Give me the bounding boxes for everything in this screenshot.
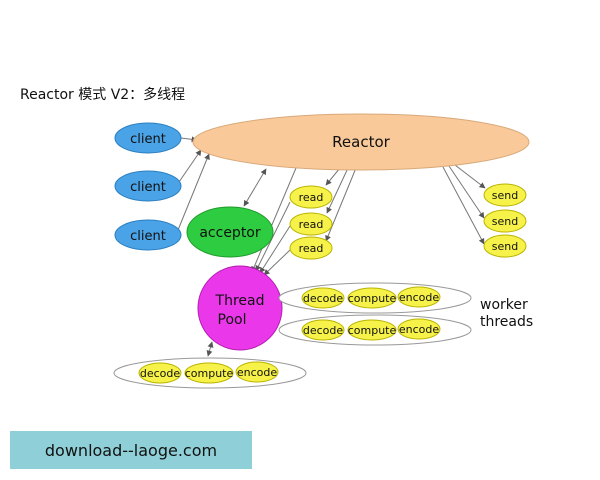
read-label-3: read [299,242,324,255]
acceptor-ellipse [186,206,274,258]
edge-reactor-send2 [448,165,485,219]
send-label-1: send [492,189,518,202]
edge-reactor-read2 [326,167,349,214]
decode-ellipse-1 [301,287,345,309]
compute-ellipse-2 [347,319,397,341]
read-label-1: read [299,191,324,204]
worker-threads-label-line2: threads [480,314,533,330]
read-node-3: read [289,236,333,260]
connector-lines [177,136,486,357]
read-ellipse-3 [289,236,333,260]
read-node-2: read [289,212,333,236]
edge-reactor-send1 [454,164,486,189]
encode-ellipse-2 [397,318,441,340]
send-label-3: send [492,240,518,253]
send-node-3: send [483,234,527,258]
worker-group-3: decode compute encode [113,357,307,389]
acceptor-label: acceptor [199,225,261,241]
client-node-1: client [114,122,182,154]
reactor-label: Reactor [332,133,390,151]
compute-label-2: compute [348,324,397,337]
client-node-2: client [114,170,182,202]
send-node-2: send [483,209,527,233]
edge-read1-pool [255,201,291,272]
edge-read2-pool [259,225,291,274]
thread-pool-node: Thread Pool [197,265,283,351]
read-node-1: read [289,185,333,209]
encode-label-1: encode [399,291,439,304]
encode-ellipse-3 [235,361,279,383]
compute-label-3: compute [185,367,234,380]
compute-label-1: compute [348,292,397,305]
edge-pool-workers3 [206,341,214,357]
client-ellipse-1 [114,122,182,154]
decode-ellipse-2 [301,319,345,341]
compute-ellipse-3 [184,362,234,384]
read-ellipse-1 [289,185,333,209]
diagram-title: Reactor 模式 V2：多线程 [20,87,186,103]
watermark-banner: download--laoge.com [10,431,252,469]
client-node-3: client [114,219,182,251]
acceptor-node: acceptor [186,206,274,258]
thread-pool-label-line2: Pool [218,312,247,328]
decode-ellipse-3 [138,362,182,384]
edge-read3-pool [263,249,291,276]
reactor-node: Reactor [192,113,530,171]
compute-ellipse-1 [347,287,397,309]
edge-reactor-read3 [325,167,357,242]
send-ellipse-3 [483,234,527,258]
send-ellipse-1 [483,183,527,207]
edge-reactor-read1 [325,167,341,186]
encode-ellipse-1 [397,286,441,308]
read-ellipse-2 [289,212,333,236]
worker-group-2: decode compute encode [278,314,472,346]
edge-client3-reactor [177,153,210,231]
edge-reactor-send3 [442,166,485,245]
send-label-2: send [492,215,518,228]
worker-group-1: decode compute encode [278,282,472,314]
encode-label-2: encode [399,323,439,336]
send-node-1: send [483,183,527,207]
decode-label-3: decode [140,367,181,380]
reactor-ellipse [192,113,530,171]
send-ellipse-2 [483,209,527,233]
edge-acceptor-reactor [243,168,267,207]
client-label-2: client [130,180,166,195]
edge-reactor-pool [251,167,297,273]
client-ellipse-3 [114,219,182,251]
client-label-3: client [130,229,166,244]
encode-label-3: encode [237,366,277,379]
client-ellipse-2 [114,170,182,202]
read-label-2: read [299,218,324,231]
thread-pool-circle [197,265,283,351]
worker-threads-label-line1: worker [480,297,528,313]
edge-client2-reactor [178,149,202,183]
thread-pool-label-line1: Thread [215,293,265,309]
decode-label-2: decode [303,324,344,337]
decode-label-1: decode [303,292,344,305]
client-label-1: client [130,132,166,147]
